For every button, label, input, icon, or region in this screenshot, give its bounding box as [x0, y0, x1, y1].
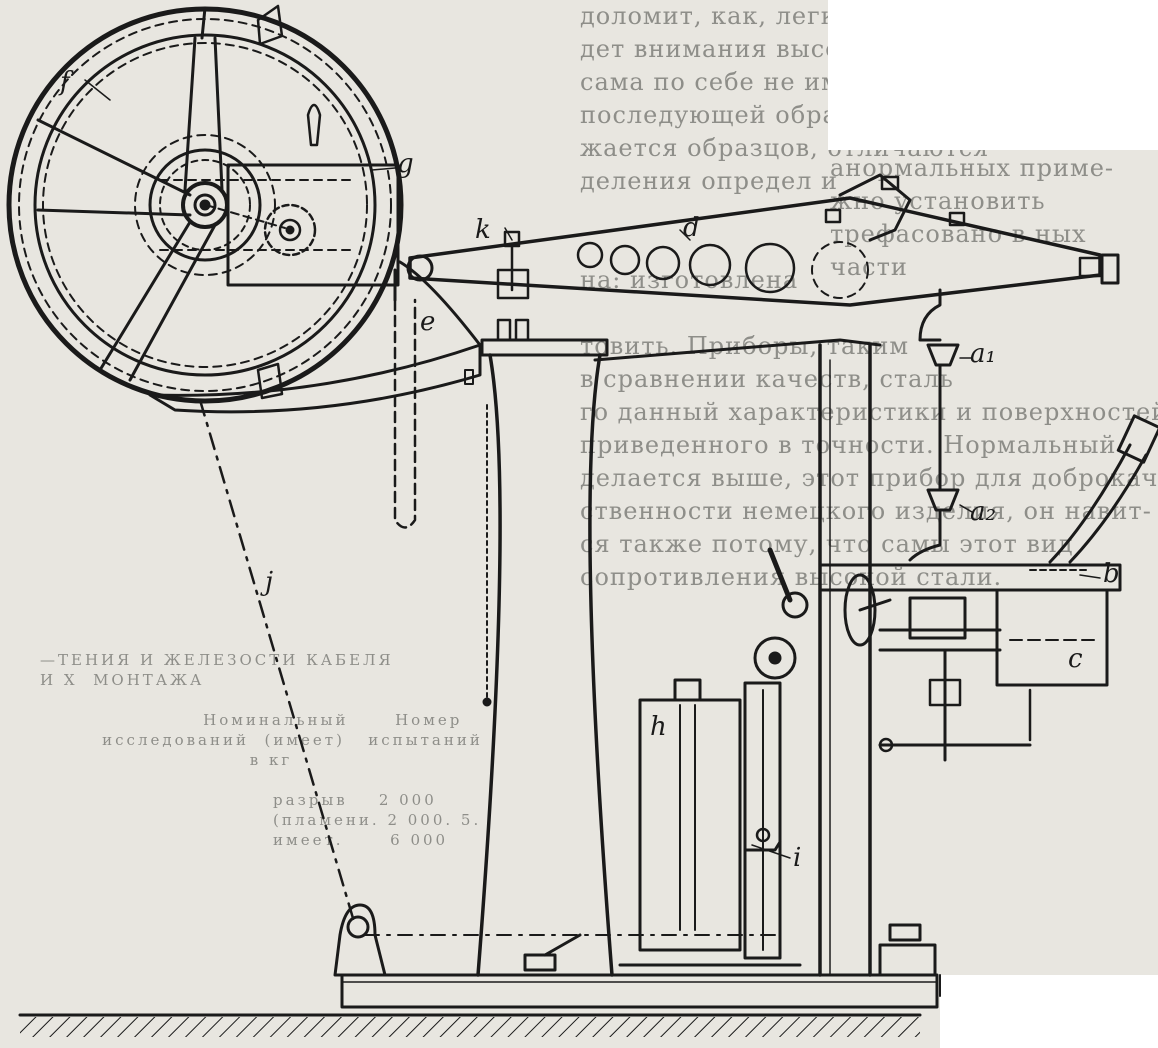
base-plate: [340, 973, 941, 1009]
bleed-through-text-right: анормальных приме- жно установить трефас…: [830, 154, 1115, 281]
label-b: b: [1103, 559, 1120, 589]
gauge-i: [743, 681, 782, 960]
label-f: f: [58, 67, 74, 97]
label-k: k: [475, 215, 491, 245]
rod-e: [393, 268, 417, 529]
leveling-screw: [878, 923, 937, 977]
label-c: c: [1068, 644, 1083, 674]
drive-assembly: [818, 414, 1158, 762]
cord-j: [198, 398, 797, 977]
gear-housing: [134, 134, 400, 287]
crank-handle: [767, 547, 892, 647]
scale-h: [618, 678, 802, 967]
main-column: [464, 338, 882, 977]
label-h: h: [650, 712, 667, 742]
grips-a: [908, 288, 960, 562]
page-cut-corner-bottom: [940, 975, 1158, 1048]
label-i: i: [793, 843, 801, 873]
bleed-through-text-bottom: —ТЕНИЯ И ЖЕЛЕЗОСТИ КАБЕЛЯ И Х МОНТАЖА Но…: [40, 651, 483, 849]
label-d: d: [683, 213, 700, 243]
label-j: j: [260, 567, 273, 597]
flywheel: [6, 4, 404, 404]
floor-hatching: [18, 1013, 922, 1037]
label-a1: a₁: [970, 339, 996, 369]
label-e: e: [420, 307, 435, 337]
label-a2: a₂: [970, 497, 996, 527]
lever-arm: [406, 173, 1120, 307]
foot-lever: [523, 933, 582, 972]
label-g: g: [397, 149, 414, 179]
page-cut-corner: [828, 0, 1158, 150]
